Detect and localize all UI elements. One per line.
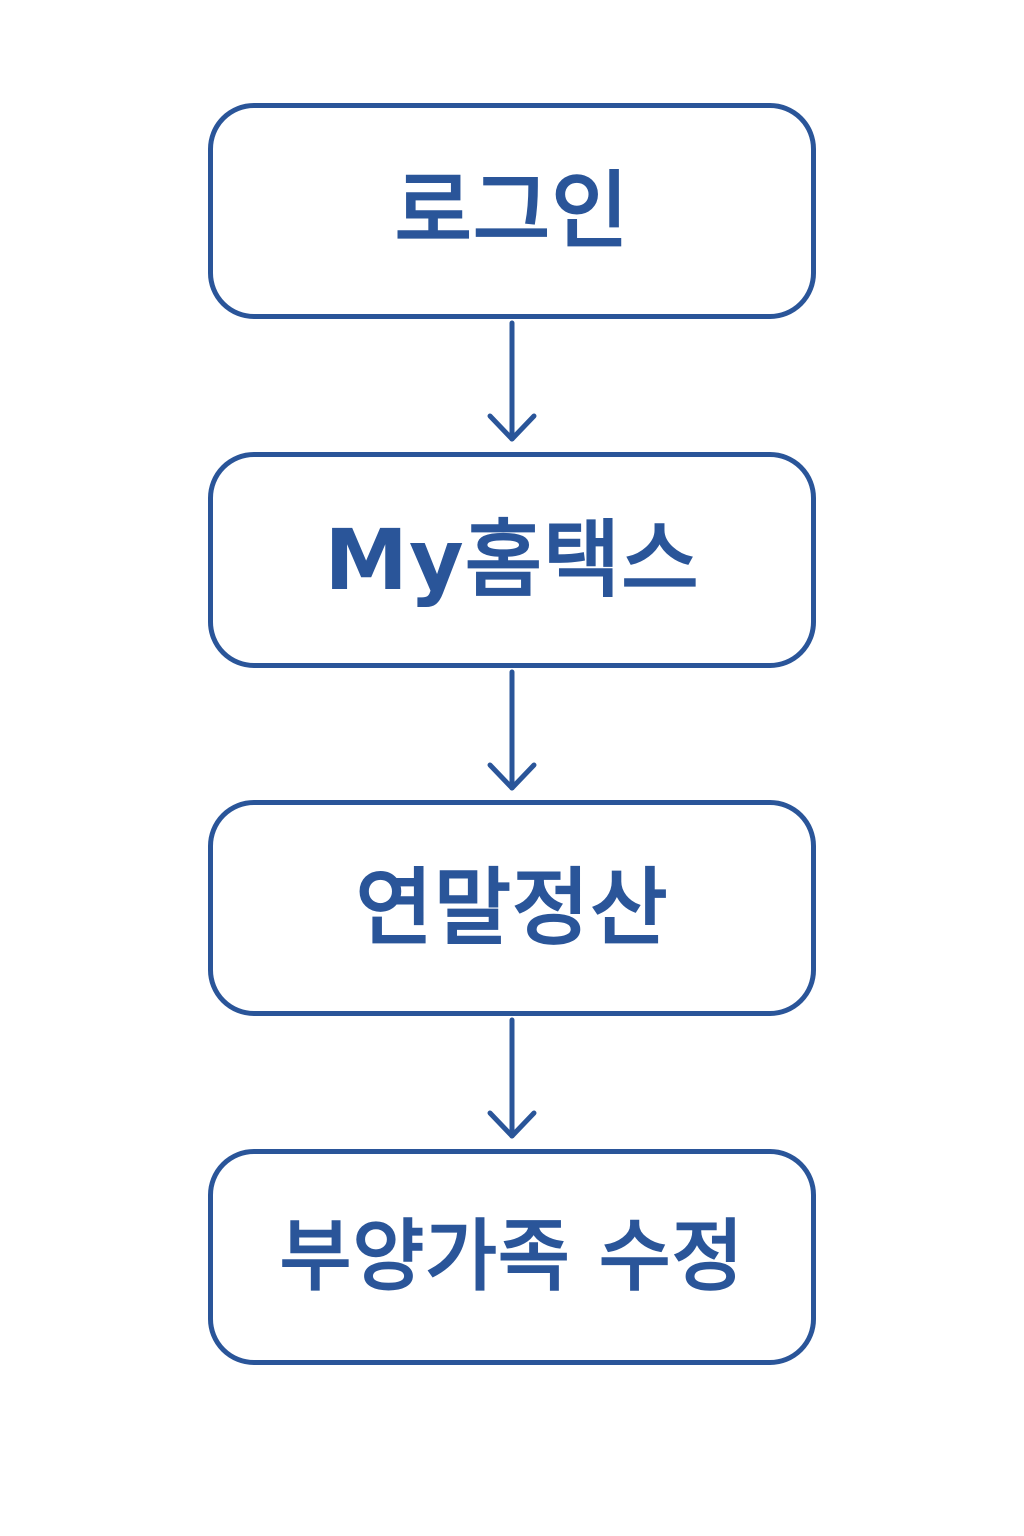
flow-step-my-hometax: My홈택스 bbox=[208, 452, 816, 668]
flow-step-year-end-settlement: 연말정산 bbox=[208, 800, 816, 1016]
flow-step-login: 로그인 bbox=[208, 103, 816, 319]
flow-step-label: My홈택스 bbox=[324, 511, 700, 609]
down-arrow-icon bbox=[487, 669, 537, 791]
flow-step-label: 연말정산 bbox=[355, 859, 669, 957]
down-arrow-icon bbox=[487, 320, 537, 442]
flow-step-label: 로그인 bbox=[394, 162, 630, 260]
flow-step-edit-dependents: 부양가족 수정 bbox=[208, 1149, 816, 1365]
flow-step-label: 부양가족 수정 bbox=[279, 1212, 745, 1302]
down-arrow-icon bbox=[487, 1017, 537, 1139]
